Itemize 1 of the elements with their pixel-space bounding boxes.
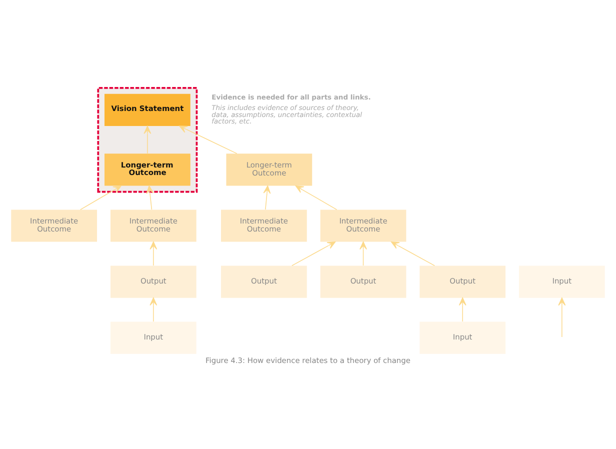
caption: Figure 4.3: How evidence relates to a theory of change: [206, 355, 410, 364]
